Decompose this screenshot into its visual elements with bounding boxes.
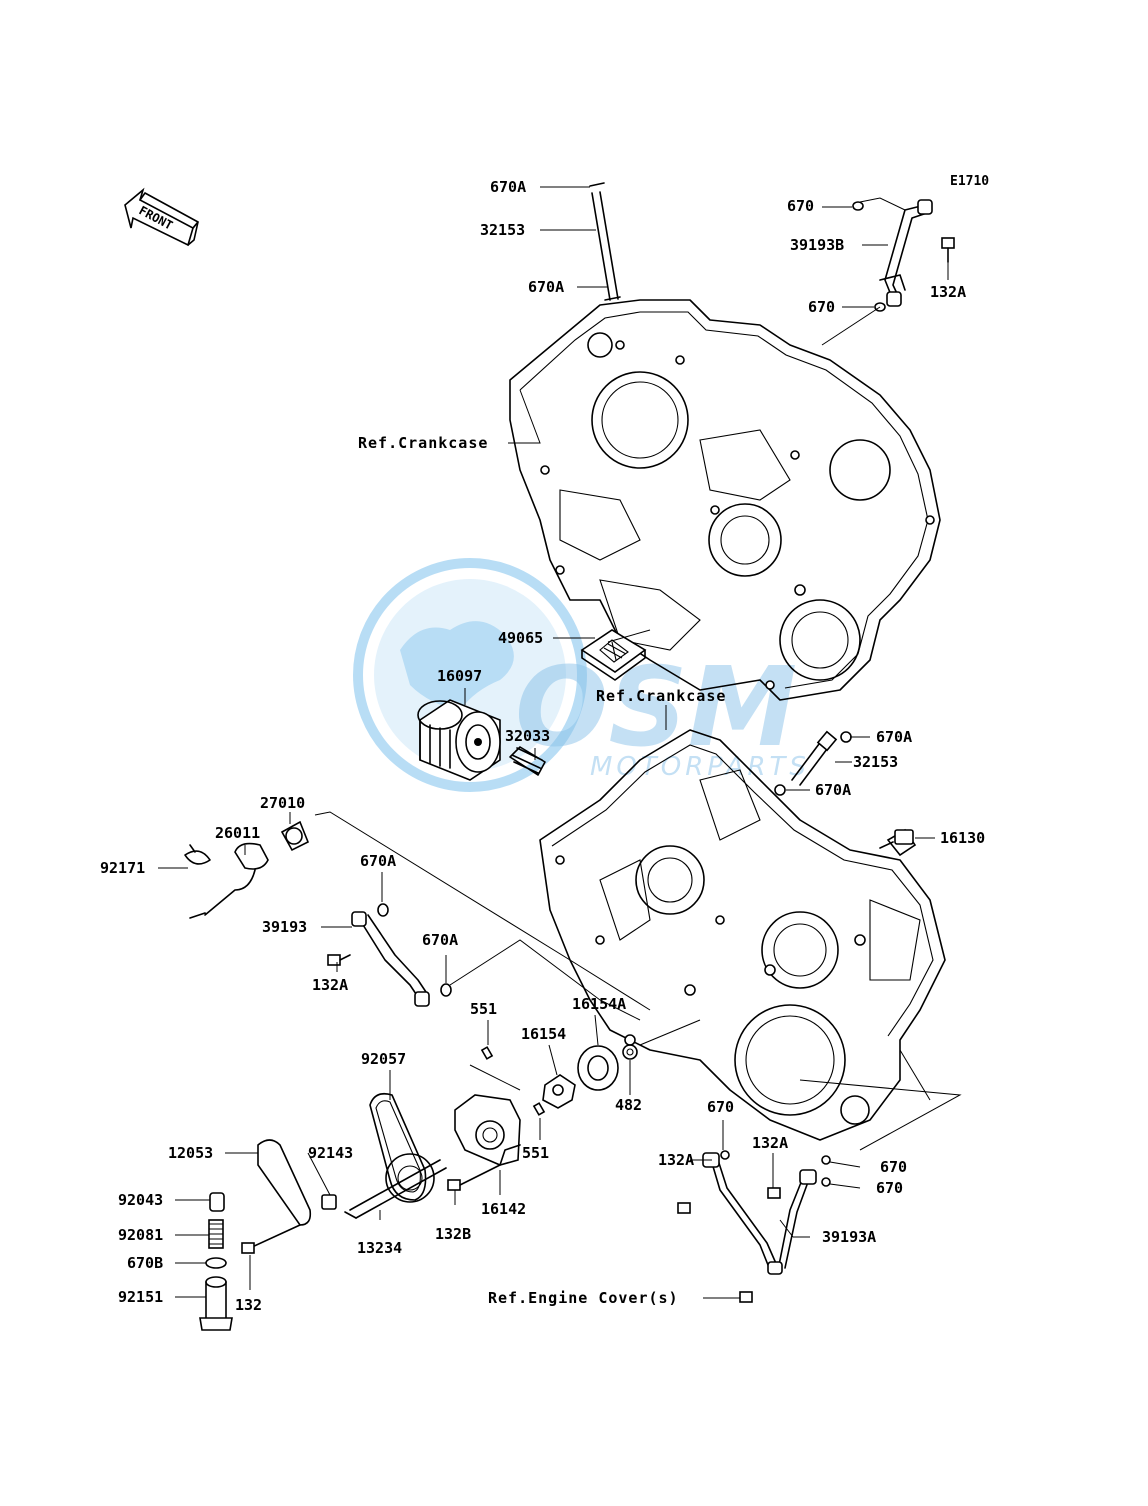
- callout-labels: 670A 32153 670A 670 39193B 132A 670 Ref.…: [100, 178, 985, 1314]
- label-92143: 92143: [308, 1144, 353, 1162]
- circlip-482: [622, 1044, 638, 1060]
- label-26011: 26011: [215, 824, 260, 842]
- front-arrow-icon: FRONT: [124, 187, 199, 247]
- label-132A-ml: 132A: [312, 976, 348, 994]
- oring-670B: [205, 1257, 227, 1269]
- bolt-132A-topright: [941, 237, 955, 263]
- rotor-16154A: [577, 1045, 619, 1091]
- label-27010: 27010: [260, 794, 305, 812]
- label-670A-mr1: 670A: [876, 728, 912, 746]
- chain-guide-12053: [257, 1139, 312, 1226]
- label-132: 132: [235, 1296, 262, 1314]
- spring-92081: [208, 1219, 224, 1249]
- label-12053: 12053: [168, 1144, 213, 1162]
- label-670-br2: 670: [880, 1158, 907, 1176]
- label-16142: 16142: [481, 1200, 526, 1218]
- pipe-32153-mid: [774, 730, 852, 796]
- sprocket: [385, 1153, 435, 1203]
- label-13234: 13234: [357, 1239, 402, 1257]
- label-92151: 92151: [118, 1288, 163, 1306]
- oil-filter-16097: [417, 699, 501, 781]
- oil-screen-32033: [509, 746, 546, 776]
- shaft-13234: [344, 1159, 447, 1219]
- label-670-br: 670: [707, 1098, 734, 1116]
- plug-92151: [199, 1276, 233, 1331]
- bolts-132A-bottom: [677, 1187, 781, 1303]
- watermark-subtext: MOTORPARTS: [590, 752, 810, 782]
- label-482: 482: [615, 1096, 642, 1114]
- label-32153-mr: 32153: [853, 753, 898, 771]
- label-670A-top1: 670A: [490, 178, 526, 196]
- label-670-br3: 670: [876, 1179, 903, 1197]
- label-670A-mr2: 670A: [815, 781, 851, 799]
- pin-551: [480, 1046, 546, 1116]
- label-92043: 92043: [118, 1191, 163, 1209]
- label-92171: 92171: [100, 859, 145, 877]
- label-ref-crankcase-upper: Ref.Crankcase: [358, 434, 488, 452]
- bolt-132A-midleft: [327, 954, 351, 966]
- label-16154A: 16154A: [572, 995, 626, 1013]
- sensor-27010: [280, 820, 310, 852]
- label-132A-br2: 132A: [752, 1134, 788, 1152]
- clamp-92171: [184, 844, 211, 865]
- collar-92143: [321, 1194, 337, 1210]
- label-551-bottom: 551: [522, 1144, 549, 1162]
- label-132A-br1: 132A: [658, 1151, 694, 1169]
- bolt-132: [241, 1224, 301, 1254]
- label-32033: 32033: [505, 727, 550, 745]
- label-32153-top: 32153: [480, 221, 525, 239]
- pipe-39193: [351, 903, 452, 1007]
- label-132B: 132B: [435, 1225, 471, 1243]
- label-92081: 92081: [118, 1226, 163, 1244]
- pipe-39193A: [702, 1150, 831, 1275]
- bolt-132B: [447, 1164, 501, 1191]
- leader-lines: [158, 186, 962, 1299]
- pipe-39193B: [852, 199, 933, 312]
- label-16097: 16097: [437, 667, 482, 685]
- lower-crankcase: [539, 729, 946, 1141]
- diagram-code: E1710: [950, 174, 989, 189]
- label-670A-top2: 670A: [528, 278, 564, 296]
- label-16130: 16130: [940, 829, 985, 847]
- label-670A-ml1: 670A: [360, 852, 396, 870]
- oil-pump-16142: [454, 1094, 521, 1166]
- label-39193A: 39193A: [822, 1228, 876, 1246]
- label-92057: 92057: [361, 1050, 406, 1068]
- switch-16130: [879, 828, 917, 857]
- rotor-16154: [542, 1074, 576, 1109]
- label-132A-tr: 132A: [930, 283, 966, 301]
- spring-pin-92043: [209, 1192, 225, 1212]
- label-ref-crankcase-lower: Ref.Crankcase: [596, 687, 726, 705]
- label-670-tr2: 670: [808, 298, 835, 316]
- label-16154: 16154: [521, 1025, 566, 1043]
- label-49065: 49065: [498, 629, 543, 647]
- label-670-tr1: 670: [787, 197, 814, 215]
- pipe-32153-upper: [589, 182, 621, 301]
- label-39193: 39193: [262, 918, 307, 936]
- label-551-top: 551: [470, 1000, 497, 1018]
- label-670B: 670B: [127, 1254, 163, 1272]
- oil-strainer-49065: [580, 629, 647, 681]
- upper-crankcase: [509, 299, 941, 701]
- cap-26011: [189, 842, 269, 919]
- label-670A-ml2: 670A: [422, 931, 458, 949]
- label-39193B: 39193B: [790, 236, 844, 254]
- label-ref-engine-cover: Ref.Engine Cover(s): [488, 1289, 679, 1307]
